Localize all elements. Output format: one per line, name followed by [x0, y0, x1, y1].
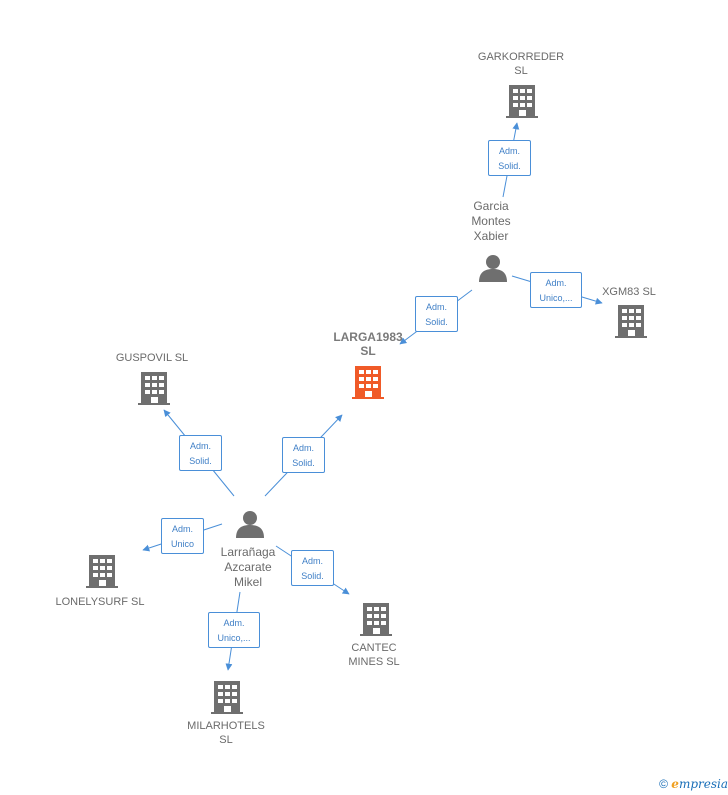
node-larranaga-azcarate-mikel[interactable]: Larrañaga Azcarate Mikel [203, 545, 293, 590]
relation-type: Unico [170, 539, 194, 549]
relation-role: Adm. [189, 441, 211, 451]
copyright-icon: © [659, 777, 668, 791]
relation-role: Adm. [171, 524, 193, 534]
relation-label[interactable]: Adm. Solid. [179, 435, 222, 471]
node-lonelysurf[interactable]: LONELYSURF SL [40, 595, 160, 609]
building-icon [615, 305, 647, 338]
node-garcia-montes-xabier[interactable]: Garcia Montes Xabier [446, 199, 536, 244]
relation-label[interactable]: Adm. Solid. [282, 437, 325, 473]
relation-role: Adm. [223, 618, 245, 628]
node-name: GUSPOVIL SL [115, 352, 189, 364]
node-name: Larrañaga [220, 545, 276, 559]
footer-credit[interactable]: © empresia [659, 777, 728, 791]
node-name: Mikel [233, 575, 262, 589]
node-name: SL [219, 734, 233, 746]
relation-type: Solid. [292, 458, 315, 468]
node-name: Montes [471, 214, 511, 228]
relation-type: Solid. [189, 456, 212, 466]
building-icon [211, 681, 243, 714]
relation-label[interactable]: Adm. Unico,... [530, 272, 582, 308]
building-icon [352, 366, 384, 399]
node-milarhotels[interactable]: MILARHOTELS SL [166, 719, 286, 747]
node-name: Garcia [473, 199, 509, 213]
node-larga1983[interactable]: LARGA1983 SL [308, 330, 428, 358]
relation-type: Solid. [498, 161, 521, 171]
building-icon [360, 603, 392, 636]
relation-type: Solid. [425, 317, 448, 327]
relation-label[interactable]: Adm. Unico,... [208, 612, 260, 648]
building-icon [86, 555, 118, 588]
relation-role: Adm. [498, 146, 520, 156]
relation-role: Adm. [545, 278, 567, 288]
node-name: SL [360, 344, 376, 358]
node-name: SL [514, 65, 528, 77]
person-icon [236, 511, 264, 538]
node-name: CANTEC [351, 642, 397, 654]
building-icon [506, 85, 538, 118]
node-name: LARGA1983 [333, 330, 403, 344]
person-icon [479, 255, 507, 282]
building-icon [138, 372, 170, 405]
relation-label[interactable]: Adm. Solid. [415, 296, 458, 332]
relation-type: Solid. [301, 571, 324, 581]
relation-label[interactable]: Adm. Solid. [488, 140, 531, 176]
relation-role: Adm. [425, 302, 447, 312]
node-xgm83[interactable]: XGM83 SL [569, 285, 689, 299]
node-name: MINES SL [348, 656, 400, 668]
relation-label[interactable]: Adm. Solid. [291, 550, 334, 586]
node-guspovil[interactable]: GUSPOVIL SL [92, 351, 212, 365]
node-name: XGM83 SL [602, 286, 656, 298]
relation-type: Unico,... [539, 293, 573, 303]
relation-role: Adm. [301, 556, 323, 566]
node-name: LONELYSURF SL [55, 596, 145, 608]
brand-logo: empresia [671, 777, 728, 791]
relation-label[interactable]: Adm. Unico [161, 518, 204, 554]
brand-initial: e [671, 777, 679, 791]
relation-type: Unico,... [217, 633, 251, 643]
node-name: GARKORREDER [477, 51, 565, 63]
node-cantec-mines[interactable]: CANTEC MINES SL [314, 641, 434, 669]
relation-role: Adm. [292, 443, 314, 453]
node-name: Azcarate [224, 560, 272, 574]
node-garkorreder[interactable]: GARKORREDER SL [461, 50, 581, 78]
node-name: MILARHOTELS [187, 720, 265, 732]
brand-name: mpresia [678, 777, 728, 791]
node-name: Xabier [473, 229, 509, 243]
